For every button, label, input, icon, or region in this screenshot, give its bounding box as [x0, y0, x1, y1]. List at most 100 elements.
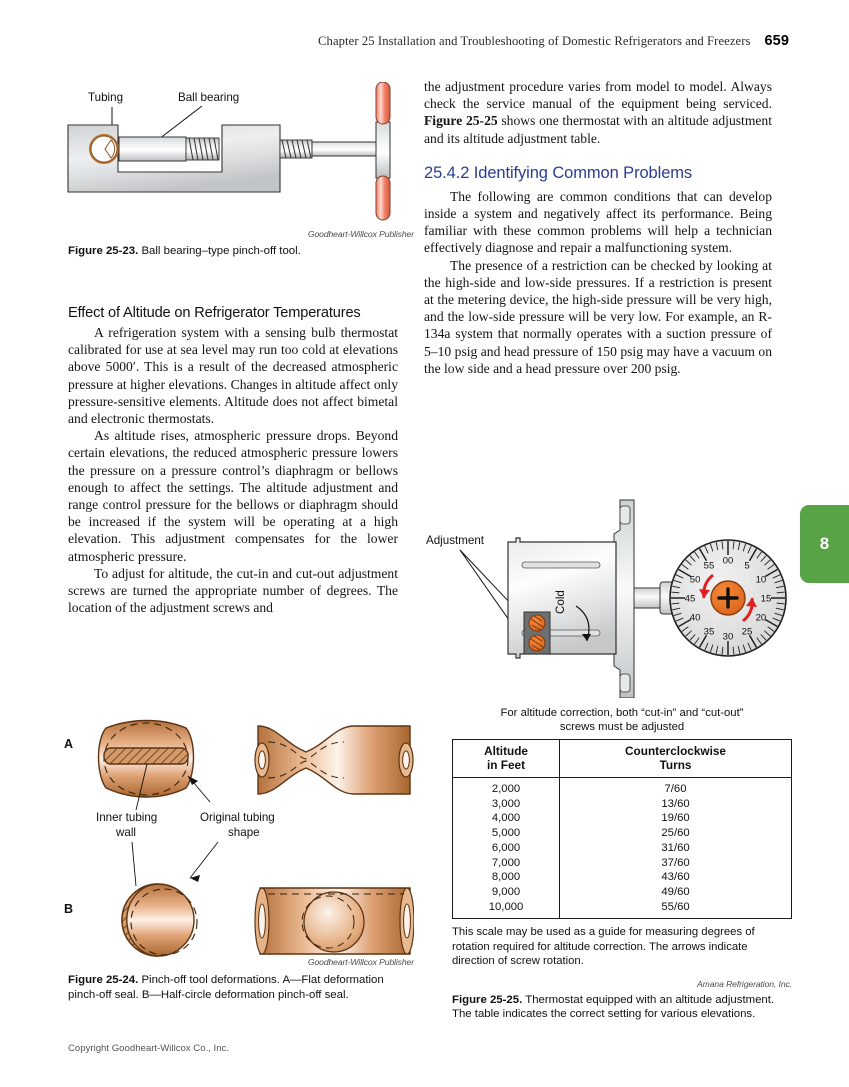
table-cell-altitude: 10,000 — [451, 899, 561, 919]
figure-cross-reference: Figure 25-25 — [424, 113, 498, 129]
dial-tick-minor — [671, 602, 680, 605]
figure-25-25-label-adjustment: Adjustment — [426, 534, 485, 547]
table-header-altitude-line-2: in Feet — [487, 758, 526, 772]
ram-cylinder — [118, 136, 187, 162]
dial-tick-major — [764, 618, 778, 628]
figure-25-24-credit: Goodheart-Willcox Publisher — [307, 957, 414, 967]
flat-deformation-side-view — [254, 725, 414, 795]
table-title-line-1: For altitude correction, both “cut-in” a… — [500, 707, 744, 719]
dial-ticks — [671, 541, 785, 655]
right-paragraph-2: The presence of a restriction can be che… — [424, 257, 772, 376]
dial-number: 5 — [744, 561, 749, 572]
figure-25-24-artwork: A B Inner tu — [62, 718, 414, 968]
figure-25-24-label-original-shape-line2: shape — [228, 826, 260, 839]
table-cell-altitude: 8,000 — [451, 870, 561, 885]
left-paragraph-3: To adjust for altitude, the cut-in and c… — [68, 565, 398, 616]
table-cell-turns: 43/60 — [559, 870, 792, 885]
left-column-text: Effect of Altitude on Refrigerator Tempe… — [68, 305, 398, 616]
dial-tick-minor — [704, 642, 709, 651]
table-cell-turns: 31/60 — [559, 840, 792, 856]
dial-tick-minor — [685, 630, 692, 637]
dial-tick-minor — [767, 626, 775, 632]
left-paragraph-2: As altitude rises, atmospheric pressure … — [68, 428, 398, 564]
dial-number: 25 — [742, 626, 753, 637]
table-cell-altitude: 3,000 — [451, 796, 561, 812]
table-header-turns-line-2: Turns — [659, 758, 692, 772]
dial-tick-minor — [756, 551, 762, 559]
left-subhead: Effect of Altitude on Refrigerator Tempe… — [68, 305, 361, 321]
dial-tick-minor — [672, 585, 681, 589]
ram-threads — [185, 137, 220, 161]
right-paragraph-continued: the adjustment procedure varies from mod… — [424, 78, 772, 147]
figure-25-24-caption: Figure 25-24. Pinch-off tool deformation… — [68, 973, 404, 1002]
dial-tick-minor — [681, 626, 689, 632]
dial-tick-major — [698, 548, 708, 562]
dial-tick-minor — [747, 545, 752, 554]
table-cell-turns: 37/60 — [559, 855, 792, 871]
dial-tick-minor — [672, 607, 681, 611]
dial-number: 40 — [690, 613, 701, 624]
chapter-thumb-tab: 8 — [800, 505, 849, 583]
figure-25-23-caption: Figure 25-23. Ball bearing–type pinch-of… — [68, 244, 408, 259]
flat-deformation-end-view — [97, 719, 211, 811]
table-cell-altitude: 5,000 — [451, 826, 561, 841]
dial-tick-minor — [685, 559, 692, 566]
mounting-bracket — [613, 499, 635, 698]
copyright-line: Copyright Goodheart-Willcox Co., Inc. — [68, 1043, 230, 1054]
dial-tick-major — [748, 548, 758, 562]
arrowhead-rotation-left — [699, 589, 710, 598]
dial-tick-minor — [737, 542, 741, 551]
dial-tick-major — [748, 634, 758, 648]
leader-original-shape-b — [189, 841, 219, 879]
dial-tick-minor — [671, 591, 680, 594]
dial-tick-minor — [709, 543, 714, 552]
table-cell-altitude: 6,000 — [451, 840, 561, 856]
arrowhead-rotation-right — [746, 598, 757, 607]
dial-tick-minor — [764, 559, 771, 566]
dial-tick-major — [698, 634, 708, 648]
dial-tick-minor — [732, 541, 735, 550]
table-cell-altitude: 2,000 — [451, 777, 561, 797]
running-head-title: Chapter 25 Installation and Troubleshoot… — [318, 34, 751, 48]
page-number: 659 — [764, 33, 789, 49]
figure-25-24-caption-text: Pinch-off tool deformations. A—Flat defo… — [68, 974, 384, 1001]
dial-tick-minor — [694, 551, 700, 559]
dial-tick-minor — [673, 579, 682, 584]
figure-25-25-caption-text: Thermostat equipped with an altitude adj… — [452, 993, 775, 1021]
table-title: For altitude correction, both “cut-in” a… — [452, 706, 792, 734]
figure-25-23-label-ball-bearing: Ball bearing — [178, 91, 239, 104]
dial-tick-minor — [772, 617, 781, 622]
dial-tick-minor — [673, 612, 682, 617]
right-paragraph-1: The following are common conditions that… — [424, 188, 772, 256]
right-paragraph-continued-post: shows one thermostat with an altitude ad… — [424, 113, 772, 146]
figure-25-25-caption-label: Figure 25-25. — [452, 993, 523, 1006]
dial-tick-minor — [774, 612, 783, 617]
dial-tick-minor — [776, 591, 785, 594]
dial-tick-major — [678, 618, 692, 628]
dial-tick-minor — [675, 617, 684, 622]
half-circle-end-view — [121, 883, 198, 957]
section-heading-25-4-2: 25.4.2 Identifying Common Problems — [424, 163, 693, 182]
thumb-tab-number: 8 — [819, 534, 830, 553]
dial-tick-minor — [675, 574, 684, 579]
arrowhead-cold — [582, 634, 591, 641]
dial-tick-minor — [742, 543, 747, 552]
dial-number: 45 — [685, 594, 696, 605]
figure-25-25-caption: Figure 25-25. Thermostat equipped with a… — [452, 993, 792, 1022]
dial-tick-minor — [721, 541, 724, 550]
dial-tick-major — [764, 568, 778, 578]
dial-tick-minor — [760, 555, 767, 562]
dial-tick-minor — [764, 630, 771, 637]
table-header-turns: Counterclockwise Turns — [559, 739, 792, 778]
adjustment-screw-upper — [528, 614, 546, 632]
table-cell-turns: 19/60 — [559, 811, 792, 827]
dial-tick-minor — [775, 585, 784, 589]
dial-tick-minor — [732, 646, 735, 655]
